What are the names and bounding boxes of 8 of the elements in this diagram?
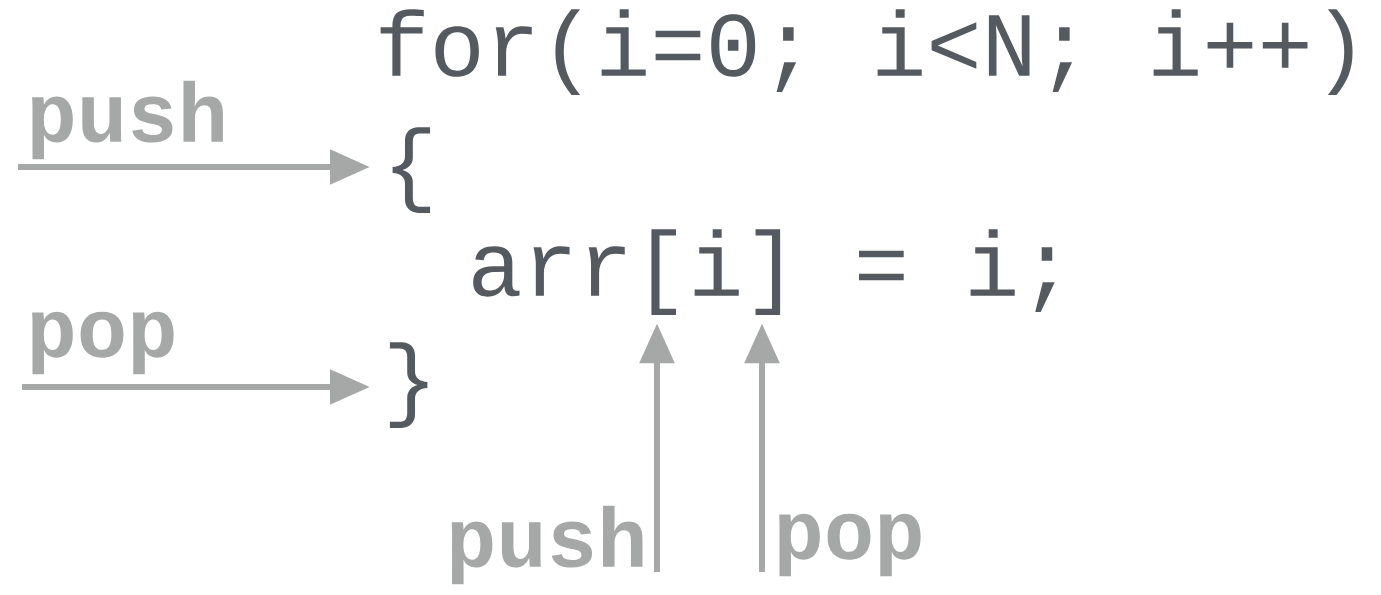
edge-label: push — [451, 505, 643, 585]
edge-label: pop — [32, 311, 174, 375]
edge-label: push — [32, 80, 223, 160]
code-line: arr[i] = i; — [473, 229, 1055, 315]
edge-label: pop — [779, 513, 921, 577]
code-line: } — [389, 342, 428, 428]
code-line: { — [392, 127, 431, 213]
code-line: for(i=0; i<N; i++) — [380, 9, 1353, 95]
